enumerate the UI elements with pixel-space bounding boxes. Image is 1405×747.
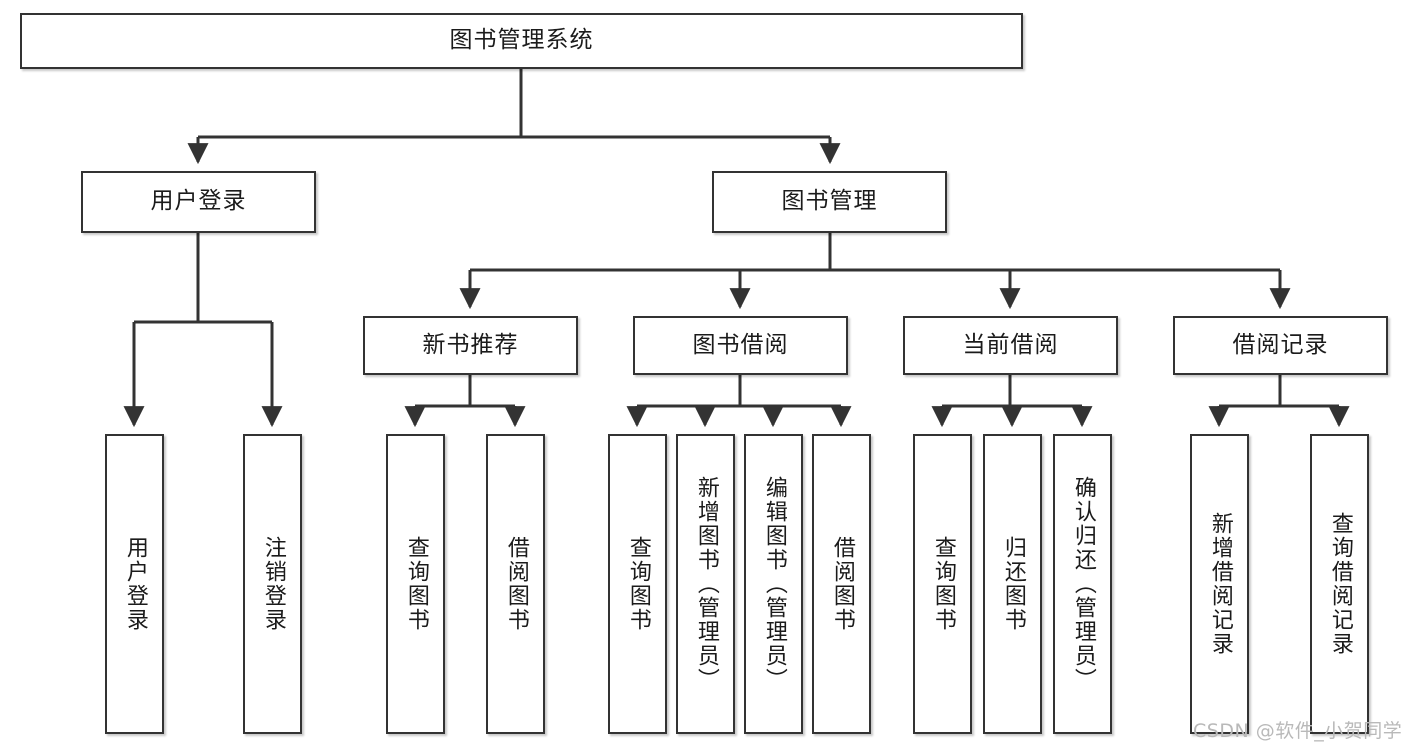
node-leaf-query-book-2[interactable]: 查询图书 [608,434,667,734]
node-user-login[interactable]: 用户登录 [81,171,316,233]
node-book-borrow-label: 图书借阅 [692,331,789,358]
node-leaf-add-book-label: 新增图书（管理员） [693,476,719,692]
node-root[interactable]: 图书管理系统 [20,13,1023,69]
node-leaf-query-record[interactable]: 查询借阅记录 [1310,434,1369,734]
node-leaf-return-book-label: 归还图书 [1000,536,1026,632]
node-book-manage-label: 图书管理 [781,188,878,215]
node-leaf-edit-book-label: 编辑图书（管理员） [761,476,787,692]
node-borrow-record[interactable]: 借阅记录 [1173,316,1388,375]
node-new-book-recommend-label: 新书推荐 [422,331,519,358]
node-leaf-user-login-label: 用户登录 [122,536,148,632]
node-leaf-query-book-2-label: 查询图书 [625,536,651,632]
node-book-borrow[interactable]: 图书借阅 [633,316,848,375]
node-leaf-confirm-return[interactable]: 确认归还（管理员） [1053,434,1112,734]
node-leaf-add-record[interactable]: 新增借阅记录 [1190,434,1249,734]
node-leaf-return-book[interactable]: 归还图书 [983,434,1042,734]
node-leaf-borrow-book-1-label: 借阅图书 [503,536,529,632]
node-leaf-add-record-label: 新增借阅记录 [1207,512,1233,656]
node-leaf-query-book-3[interactable]: 查询图书 [913,434,972,734]
node-new-book-recommend[interactable]: 新书推荐 [363,316,578,375]
node-leaf-borrow-book-2[interactable]: 借阅图书 [812,434,871,734]
csdn-watermark: CSDN @软件_小贺同学 [1193,720,1403,742]
node-borrow-record-label: 借阅记录 [1232,331,1329,358]
node-leaf-add-book[interactable]: 新增图书（管理员） [676,434,735,734]
node-leaf-user-logout-label: 注销登录 [260,536,286,632]
node-leaf-edit-book[interactable]: 编辑图书（管理员） [744,434,803,734]
node-leaf-user-login[interactable]: 用户登录 [105,434,164,734]
node-leaf-query-book-1-label: 查询图书 [403,536,429,632]
node-leaf-query-record-label: 查询借阅记录 [1327,512,1353,656]
node-root-label: 图书管理系统 [449,27,594,54]
node-leaf-confirm-return-label: 确认归还（管理员） [1070,476,1096,692]
node-leaf-borrow-book-1[interactable]: 借阅图书 [486,434,545,734]
node-leaf-query-book-1[interactable]: 查询图书 [386,434,445,734]
node-leaf-user-logout[interactable]: 注销登录 [243,434,302,734]
node-current-borrow[interactable]: 当前借阅 [903,316,1118,375]
node-current-borrow-label: 当前借阅 [962,331,1059,358]
node-user-login-label: 用户登录 [150,188,247,215]
node-leaf-borrow-book-2-label: 借阅图书 [829,536,855,632]
node-book-manage[interactable]: 图书管理 [712,171,947,233]
node-leaf-query-book-3-label: 查询图书 [930,536,956,632]
